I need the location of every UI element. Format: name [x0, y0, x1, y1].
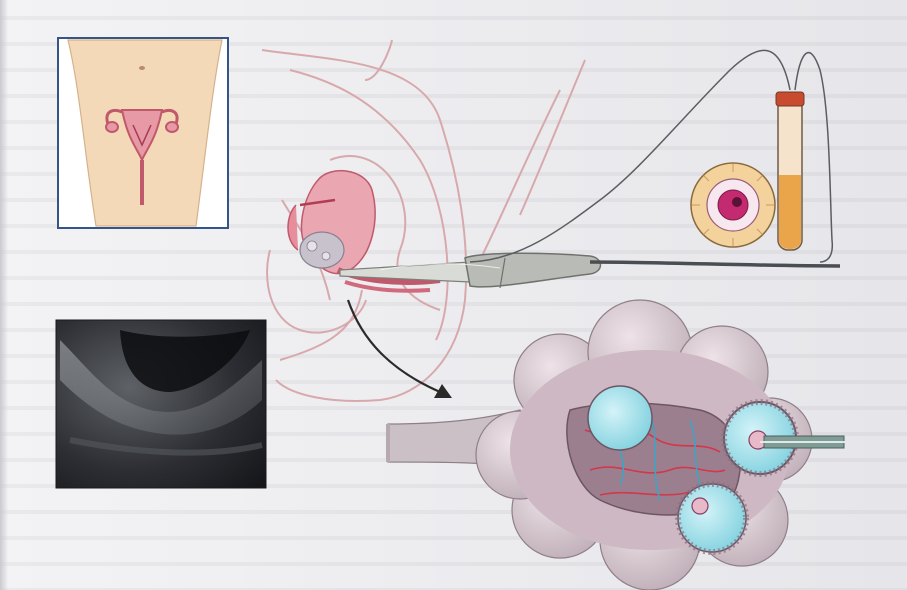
- body-outline-inset: [58, 38, 228, 228]
- aspiration-needle-icon: [760, 436, 846, 448]
- collection-tube-icon: [776, 92, 804, 250]
- ultrasound-scan-image: [56, 320, 266, 488]
- figure-caption: [28, 578, 408, 590]
- oocyte-icon: [691, 163, 775, 247]
- ovary-cross-section: [388, 300, 846, 590]
- curved-arrow-icon: [348, 300, 452, 398]
